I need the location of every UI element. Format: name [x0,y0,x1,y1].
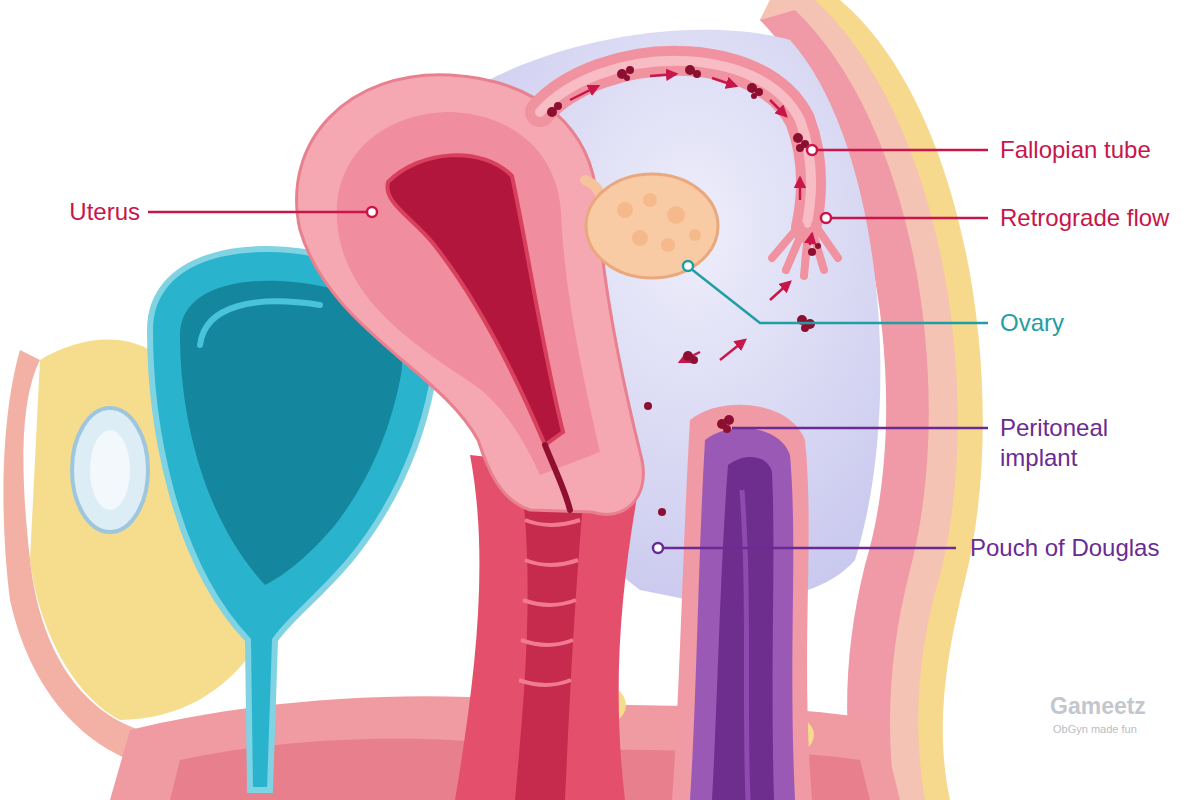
leader-dot [807,145,817,155]
myometrium [337,112,600,475]
fimbria [815,225,838,258]
ovary-follicles [617,193,701,252]
cluster [693,70,701,78]
fimbria [804,232,808,276]
cluster [808,248,816,256]
watermark: Gameetz [1050,692,1146,721]
cluster [644,402,652,410]
follicle [689,229,701,241]
leader-dot [821,213,831,223]
follicle [661,238,675,252]
organ-label: Ovary [1000,308,1064,338]
cluster [658,508,666,516]
bladder-fold [200,301,320,345]
leader-dots [367,145,831,553]
flow-arrow [799,178,802,200]
leader-dot [367,207,377,217]
fimbriae [772,225,838,276]
cluster [690,356,698,364]
cluster [626,66,634,74]
ruga [525,520,580,525]
leader-line [828,217,988,220]
flow-arrow [650,74,676,76]
ruga [521,640,573,645]
cluster [815,243,821,249]
organ-label: Uterus [69,197,140,227]
flow-arrow [570,86,598,100]
leader-lines [148,150,988,548]
cluster [796,144,804,152]
rectum-serosa [672,405,812,800]
pubic-bone-marrow [90,430,130,510]
region-label: Pouch of Douglas [970,533,1159,563]
flow-arrow [770,282,790,300]
ruga [519,680,571,685]
cluster [723,425,731,433]
cluster [751,93,757,99]
fallopian-tube [540,61,811,228]
flow-arrows [570,74,812,362]
endometrial-clusters [547,65,821,516]
pubic-bone [72,408,148,532]
endometrium [387,155,563,445]
organ-label: Fallopian tube [1000,135,1151,165]
follicle [643,193,657,207]
ovary [586,174,718,278]
cluster [554,102,562,110]
flow-arrow [720,340,745,360]
leader-line [732,427,988,430]
cluster [724,415,734,425]
flow-arrow [712,78,736,86]
rectum-wall [690,428,795,800]
cervical-os [545,445,570,510]
uterus-serosa [297,75,644,515]
watermark-tagline: ObGyn made fun [1053,723,1137,737]
flow-arrow [810,234,812,245]
cluster [793,133,803,143]
follicle [632,230,648,246]
lesion-label: Peritoneal implant [1000,413,1175,473]
vaginal-rugae [519,520,580,685]
ruga [525,560,578,565]
ruga [523,600,576,605]
rectum-lumen [712,457,774,800]
cluster [624,75,630,81]
leader-line [814,149,988,152]
process-label: Retrograde flow [1000,203,1169,233]
leader-dot [653,543,663,553]
leader-line [660,547,956,550]
fimbria [786,230,803,270]
tube-lumen [540,61,811,228]
leader-dot [683,261,693,271]
leader-line [690,268,988,323]
flow-arrow [770,100,786,116]
cluster [801,324,809,332]
follicle [617,202,633,218]
vaginal-canal [515,470,585,800]
rectum-fold [742,490,748,800]
follicle [667,206,685,224]
leader-line [148,211,370,214]
